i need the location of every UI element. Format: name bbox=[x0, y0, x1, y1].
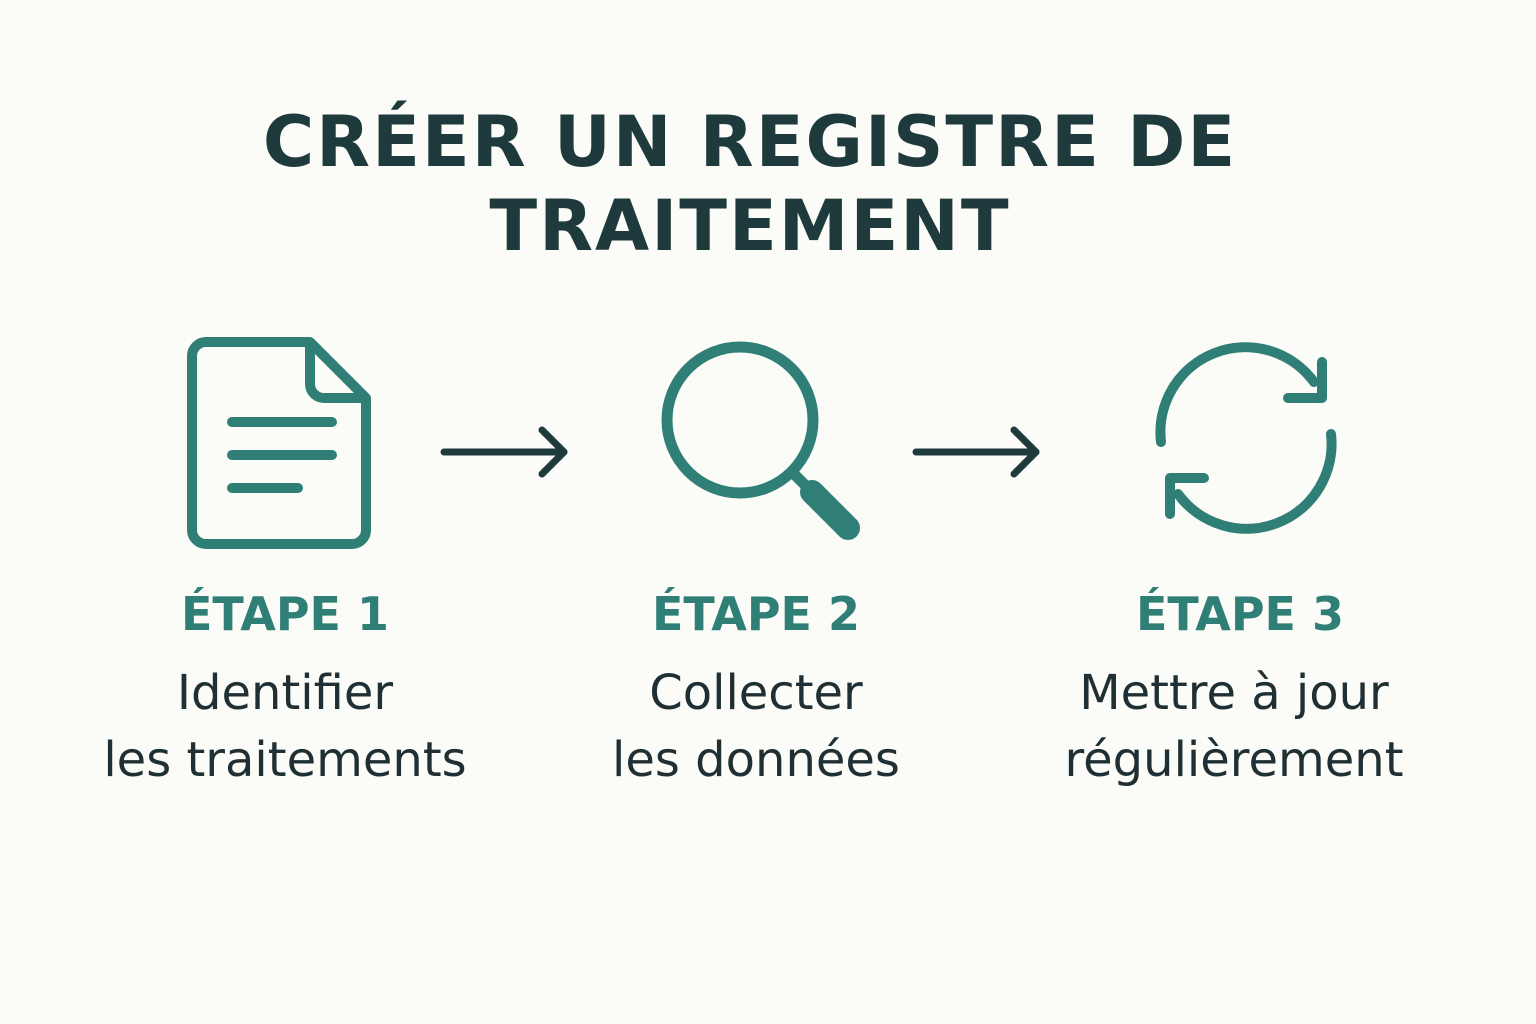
step-2-desc-line-2: les données bbox=[612, 732, 900, 788]
step-1-label: ÉTAPE 1 bbox=[181, 587, 389, 641]
arrow-right-icon bbox=[438, 424, 574, 484]
refresh-icon bbox=[1148, 340, 1344, 536]
title-line-1: CRÉER UN REGISTRE DE bbox=[262, 101, 1238, 183]
document-icon bbox=[186, 336, 376, 550]
page-title: CRÉER UN REGISTRE DE TRAITEMENT bbox=[0, 100, 1500, 268]
step-1-desc-line-1: Identifier bbox=[176, 665, 394, 721]
step-3-label: ÉTAPE 3 bbox=[1136, 587, 1344, 641]
step-1-desc-line-2: les traitements bbox=[103, 732, 467, 788]
step-2-label: ÉTAPE 2 bbox=[652, 587, 860, 641]
magnifier-icon bbox=[660, 340, 870, 550]
step-1-description: Identifier les traitements bbox=[45, 660, 525, 794]
title-line-2: TRAITEMENT bbox=[489, 185, 1011, 267]
step-2-description: Collecter les données bbox=[516, 660, 996, 794]
step-3-description: Mettre à jour régulièrement bbox=[994, 660, 1474, 794]
step-2-desc-line-1: Collecter bbox=[649, 665, 863, 721]
step-3-desc-line-1: Mettre à jour bbox=[1079, 665, 1389, 721]
step-3-desc-line-2: régulièrement bbox=[1064, 732, 1404, 788]
arrow-right-icon bbox=[910, 424, 1046, 484]
